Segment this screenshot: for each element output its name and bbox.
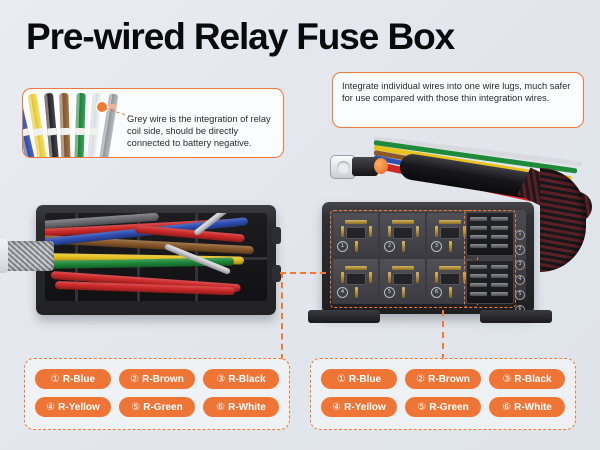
legend-pill-number: ⑥ [502, 401, 512, 413]
legend-pill-label: R-Black [228, 373, 266, 385]
wire-strand-green [74, 92, 86, 157]
mounting-bracket-left [308, 310, 380, 323]
connector-left-h [280, 272, 326, 274]
ring-terminal-lug [330, 154, 388, 180]
legend-pill-label: R-White [514, 401, 552, 413]
legend-left-row-2: ④ R-Yellow ⑤ R-Green ⑥ R-White [35, 397, 279, 417]
fuse-box-cable-sleeve [2, 241, 54, 271]
fuse-slot-number: 5 [515, 290, 525, 300]
relay-slot-5[interactable]: 5 [379, 258, 426, 304]
legend-pill-number: ⑤ [417, 401, 427, 413]
legend-pill-label: R-Yellow [344, 401, 386, 413]
legend-pill-1[interactable]: ① R-Blue [35, 369, 111, 389]
open-fuse-box [0, 205, 281, 315]
legend-right-row-2: ④ R-Yellow ⑤ R-Green ⑥ R-White [321, 397, 565, 417]
legend-pill-4[interactable]: ④ R-Yellow [321, 397, 397, 417]
relay-slot-number: 1 [337, 241, 348, 252]
wire-strand-black [44, 92, 60, 157]
fuse-slot-number: 1 [515, 230, 525, 240]
legend-pill-1[interactable]: ① R-Blue [321, 369, 397, 389]
wire-strand-brown [59, 92, 71, 157]
legend-pill-2[interactable]: ② R-Brown [405, 369, 481, 389]
fuse-socket-area: 1 2 3 4 5 6 [464, 210, 525, 315]
lug-ring [330, 155, 356, 179]
relay-box-face: 1 2 3 4 [330, 210, 526, 315]
fuse-slot-number: 4 [515, 275, 525, 285]
legend-pill-2[interactable]: ② R-Brown [119, 369, 195, 389]
legend-pill-3[interactable]: ③ R-Black [203, 369, 279, 389]
legend-pill-label: R-Blue [62, 373, 96, 385]
fuse-block-top[interactable] [466, 212, 514, 256]
legend-pill-label: R-White [228, 401, 266, 413]
lug-seal [374, 158, 388, 174]
fuse-box-latch-top [272, 227, 281, 244]
relay-slot-6[interactable]: 6 [426, 258, 473, 304]
relay-slot-2[interactable]: 2 [379, 212, 426, 258]
legend-pill-label: R-Yellow [58, 401, 100, 413]
relay-slot-number: 3 [431, 241, 442, 252]
legend-pill-5[interactable]: ⑤ R-Green [119, 397, 195, 417]
fuse-box-cavity [45, 213, 267, 301]
fuse-slot-number: 2 [515, 245, 525, 255]
legend-pill-number: ③ [502, 373, 512, 385]
callout-right: Integrate individual wires into one wire… [332, 72, 584, 128]
fuse-box-latch-bottom [272, 265, 281, 282]
wire-bundle-photo [23, 92, 127, 157]
legend-pill-number: ② [130, 373, 140, 385]
lug-barrel [352, 157, 378, 176]
lug-hole [337, 161, 350, 174]
relay-slot-number: 2 [384, 241, 395, 252]
legend-pill-number: ⑤ [131, 401, 141, 413]
connector-left-v [281, 272, 283, 360]
legend-pill-number: ④ [332, 401, 342, 413]
legend-pill-5[interactable]: ⑤ R-Green [405, 397, 481, 417]
relay-socket-area: 1 2 3 4 [330, 210, 478, 308]
legend-pill-label: R-Green [429, 401, 469, 413]
legend-pill-number: ① [336, 373, 346, 385]
relay-slot-number: 5 [384, 287, 395, 298]
legend-pill-number: ⑥ [216, 401, 226, 413]
legend-pill-label: R-Black [514, 373, 552, 385]
legend-left-row-1: ① R-Blue ② R-Brown ③ R-Black [35, 369, 279, 389]
legend-right: ① R-Blue ② R-Brown ③ R-Black ④ R-Yellow … [310, 358, 576, 430]
legend-pill-6[interactable]: ⑥ R-White [489, 397, 565, 417]
fuse-block-bottom[interactable] [466, 260, 514, 304]
callout-left-text: Grey wire is the integration of relay co… [127, 114, 271, 149]
wire-harness-photo [328, 130, 600, 230]
callout-left: Grey wire is the integration of relay co… [22, 88, 284, 158]
legend-pill-number: ④ [46, 401, 56, 413]
legend-pill-4[interactable]: ④ R-Yellow [35, 397, 111, 417]
callout-right-text: Integrate individual wires into one wire… [342, 81, 571, 104]
relay-slot-number: 6 [431, 287, 442, 298]
legend-right-row-1: ① R-Blue ② R-Brown ③ R-Black [321, 369, 565, 389]
legend-pill-6[interactable]: ⑥ R-White [203, 397, 279, 417]
relay-slot-4[interactable]: 4 [332, 258, 379, 304]
page-title: Pre-wired Relay Fuse Box [26, 16, 455, 57]
fuse-slot-number: 3 [515, 260, 525, 270]
legend-left: ① R-Blue ② R-Brown ③ R-Black ④ R-Yellow … [24, 358, 290, 430]
relay-slot-1[interactable]: 1 [332, 212, 379, 258]
legend-pill-number: ② [416, 373, 426, 385]
fuse-box-cable-end [0, 239, 8, 273]
legend-pill-3[interactable]: ③ R-Black [489, 369, 565, 389]
relay-slot-3[interactable]: 3 [426, 212, 473, 258]
relay-fuse-box: 1 2 3 4 [308, 202, 552, 323]
legend-pill-label: R-Blue [348, 373, 382, 385]
legend-pill-number: ① [50, 373, 60, 385]
grey-wire-marker-dot [97, 102, 107, 112]
legend-pill-label: R-Green [143, 401, 183, 413]
legend-pill-number: ③ [216, 373, 226, 385]
mounting-bracket-right [480, 310, 552, 323]
relay-slot-number: 4 [337, 287, 348, 298]
connector-right-v [442, 310, 444, 360]
legend-pill-label: R-Brown [428, 373, 470, 385]
legend-pill-label: R-Brown [142, 373, 184, 385]
